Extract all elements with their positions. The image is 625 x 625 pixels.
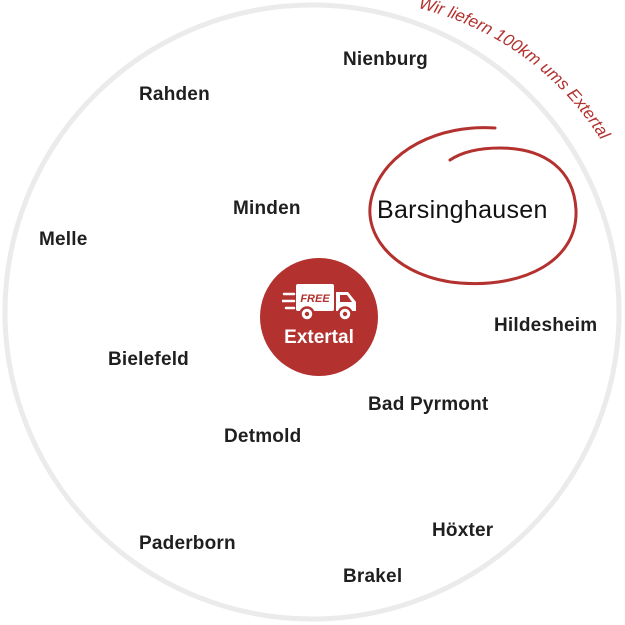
city-label-detmold: Detmold (224, 426, 302, 447)
city-label-melle: Melle (39, 229, 88, 250)
city-label-hoexter: Höxter (432, 520, 494, 541)
city-label-minden: Minden (233, 198, 301, 219)
delivery-radius-banner-text: Wir liefern 100km ums Extertal (417, 0, 615, 144)
city-label-rahden: Rahden (139, 84, 210, 105)
city-label-brakel: Brakel (343, 566, 403, 587)
free-badge-text: FREE (300, 293, 330, 305)
center-location-badge: FREE Extertal (260, 258, 378, 376)
city-label-barsinghausen: Barsinghausen (377, 196, 548, 224)
delivery-radius-banner: Wir liefern 100km ums Extertal (417, 0, 615, 144)
city-label-bad-pyrmont: Bad Pyrmont (368, 394, 489, 415)
city-label-paderborn: Paderborn (139, 533, 236, 554)
highlight-circle (368, 126, 578, 286)
city-label-nienburg: Nienburg (343, 49, 428, 70)
city-label-bielefeld: Bielefeld (108, 349, 189, 370)
delivery-truck-icon: FREE (282, 284, 356, 322)
center-location-label: Extertal (284, 327, 354, 348)
city-label-hildesheim: Hildesheim (494, 315, 598, 336)
